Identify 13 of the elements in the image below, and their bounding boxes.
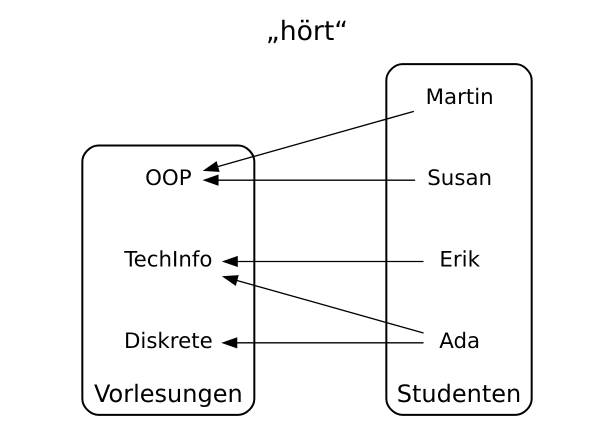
node-text: Erik	[438, 248, 480, 273]
arrow	[221, 256, 424, 268]
node-text: Diskrete	[123, 328, 212, 354]
arrow	[202, 110, 414, 172]
node-text: OOP	[144, 166, 192, 192]
node-text: Susan	[426, 166, 492, 192]
node-text: TechInfo	[124, 248, 212, 273]
diagram-title: „hört“	[265, 16, 348, 48]
arrow	[220, 337, 424, 348]
node-text: Ada	[438, 328, 480, 354]
node-text: Martin	[425, 84, 494, 110]
arrow	[221, 275, 424, 334]
arrow	[202, 174, 415, 186]
